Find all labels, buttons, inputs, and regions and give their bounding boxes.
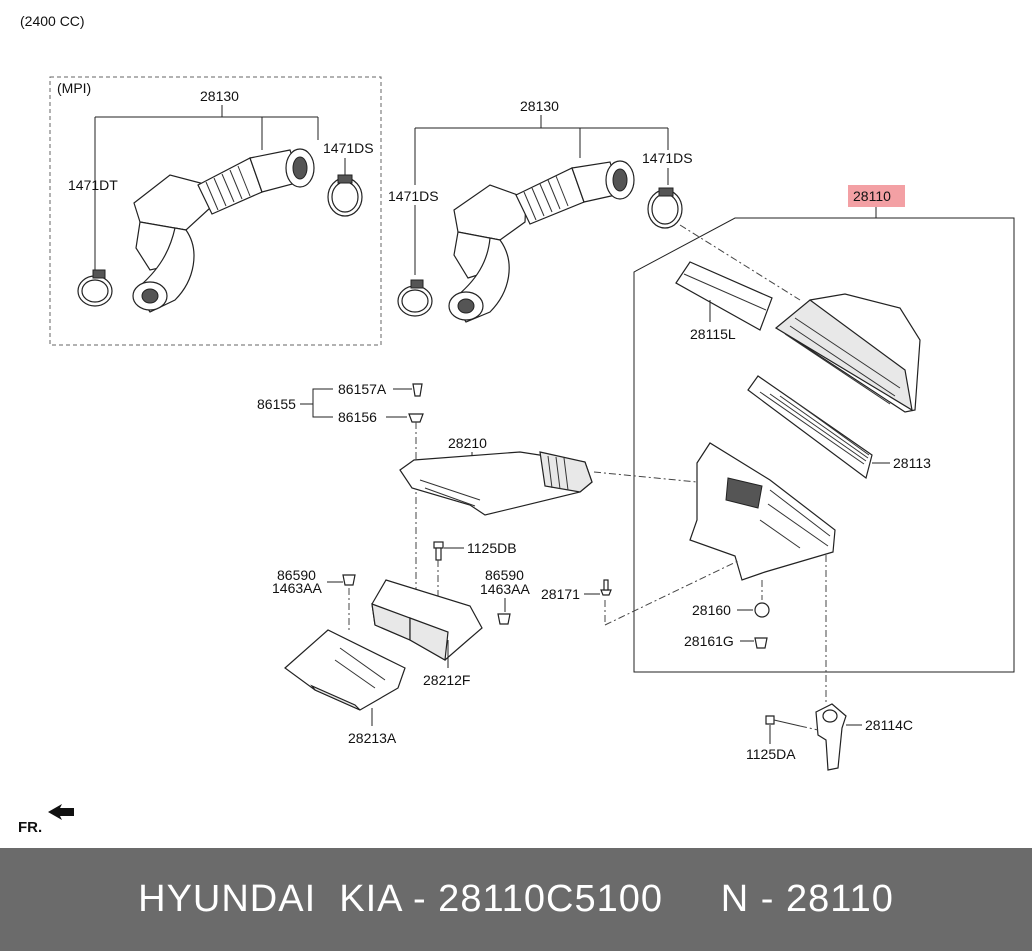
- duct-28115L: [675, 261, 773, 331]
- label-86157A: 86157A: [338, 381, 387, 397]
- label-1463AA-right: 1463AA: [480, 581, 530, 597]
- label-28130-right: 28130: [520, 98, 559, 114]
- label-1471DS-right-b: 1471DS: [642, 150, 693, 166]
- mpi-frame: [49, 76, 382, 346]
- label-1463AA-left: 1463AA: [272, 580, 322, 596]
- label-28113: 28113: [893, 455, 931, 471]
- label-28114C: 28114C: [865, 717, 913, 733]
- fastener-86590-left: [342, 574, 356, 586]
- label-86156: 86156: [338, 409, 377, 425]
- label-28130-left: 28130: [200, 88, 239, 104]
- mpi-label: (MPI): [57, 80, 91, 96]
- grommet-28160: [754, 602, 770, 618]
- label-1471DS-right-a: 1471DS: [388, 188, 439, 204]
- label-28160: 28160: [692, 602, 731, 618]
- label-28161G: 28161G: [684, 633, 734, 649]
- label-28213A: 28213A: [348, 730, 397, 746]
- label-1471DS-left: 1471DS: [323, 140, 374, 156]
- air-cleaner-body: [689, 442, 836, 581]
- label-1125DB: 1125DB: [467, 540, 517, 556]
- collar-28161G: [754, 637, 768, 649]
- resonator-box-right: [453, 184, 527, 241]
- bolt-1125DB: [433, 541, 444, 549]
- label-28212F: 28212F: [423, 672, 470, 688]
- front-arrow-icon: [48, 804, 74, 820]
- diagram-canvas: (2400 CC) (MPI) 28130 1471DT 1471DS: [18, 13, 1015, 836]
- label-28210: 28210: [448, 435, 487, 451]
- resonator-box-left: [133, 174, 211, 231]
- label-28115L: 28115L: [690, 326, 736, 342]
- bracket-28114C: [815, 703, 847, 771]
- right-intake-hose-assembly: 28130 1471DS 1471DS: [388, 98, 801, 323]
- label-1125DA: 1125DA: [746, 746, 796, 762]
- leader-86155: [300, 388, 333, 405]
- bolt-1125DA: [765, 715, 775, 725]
- label-86155: 86155: [257, 396, 296, 412]
- part-number-caption: HYUNDAI KIA - 28110C5100 N - 28110: [138, 878, 894, 920]
- fastener-86590-right: [497, 613, 511, 625]
- engine-label: (2400 CC): [20, 13, 85, 29]
- grommet-86156: [408, 413, 424, 423]
- label-28171: 28171: [541, 586, 580, 602]
- footer-banner: HYUNDAI KIA - 28110C5100 N - 28110: [0, 848, 1032, 951]
- left-intake-hose-assembly: 28130 1471DT 1471DS: [68, 88, 374, 313]
- direction-label: FR.: [18, 819, 42, 836]
- label-86590-right: 86590: [485, 567, 524, 583]
- label-28110: 28110: [853, 188, 891, 204]
- clip-86157A: [412, 383, 423, 397]
- label-86590-left: 86590: [277, 567, 316, 583]
- bolt-28171: [600, 589, 612, 596]
- highlight-28110: [848, 185, 905, 207]
- assembly-frame-28110: [633, 217, 1015, 673]
- guard-28213A: [284, 629, 406, 711]
- label-1471DT: 1471DT: [68, 177, 118, 193]
- air-cleaner-assembly: 28110 28115L 28113 28160 28161: [593, 185, 1015, 705]
